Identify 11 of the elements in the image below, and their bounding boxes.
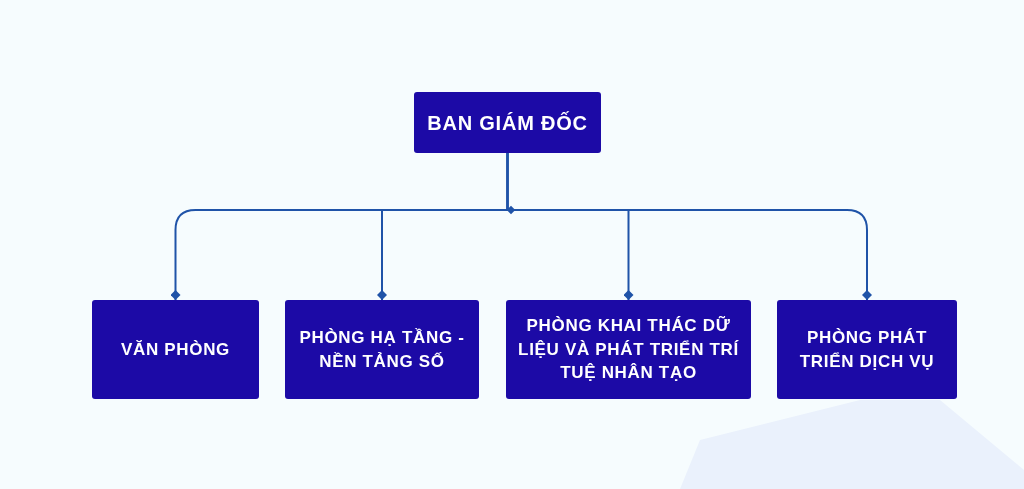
org-unit-box xyxy=(506,300,751,399)
org-unit-box xyxy=(92,300,259,399)
org-unit-box xyxy=(285,300,479,399)
unit-name: PHÒNG KHAI THÁC DỮ LIỆU VÀ PHÁT TRIỂN TRÍ TUỆ NHÂN TẠO xyxy=(518,314,739,385)
org-unit-box xyxy=(414,92,601,153)
unit-name: BAN GIÁM ĐỐC xyxy=(427,110,588,136)
org-unit-box xyxy=(777,300,957,399)
unit-name: VĂN PHÒNG xyxy=(120,338,231,361)
connector-line xyxy=(506,152,872,301)
unit-name: PHÒNG HẠ TẦNG - NỀN TẢNG SỐ xyxy=(298,326,466,373)
unit-name: PHÒNG PHÁT TRIỂN DỊCH VỤ xyxy=(798,326,936,373)
